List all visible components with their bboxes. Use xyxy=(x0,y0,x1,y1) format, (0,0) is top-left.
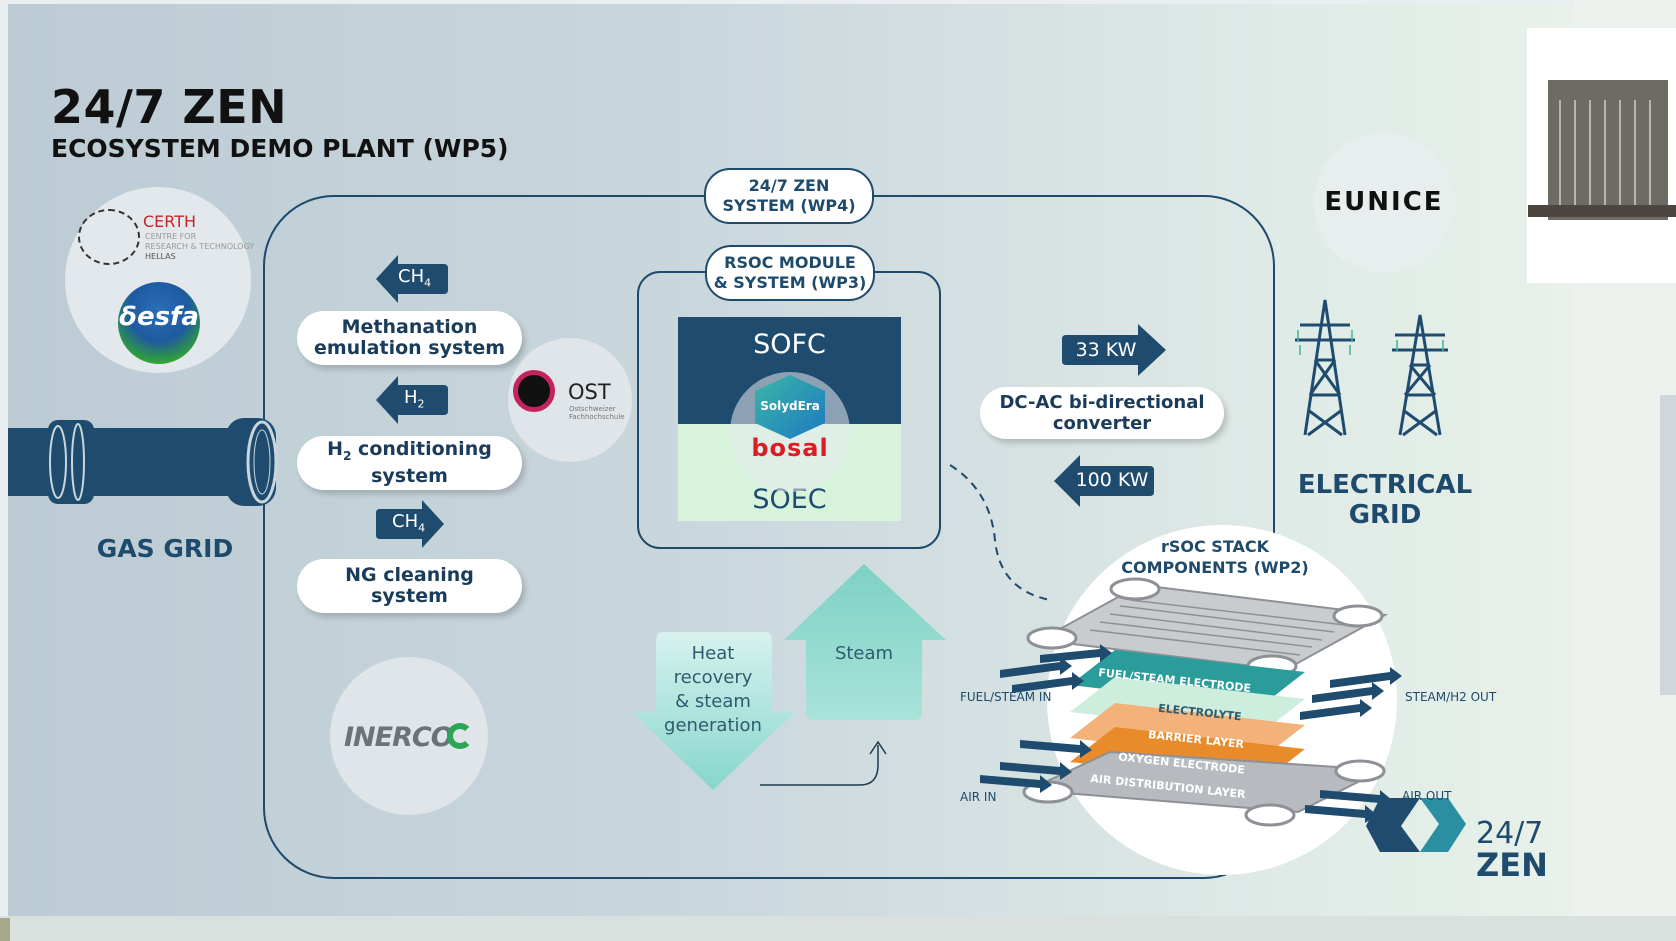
sofc-label: SOFC xyxy=(753,329,826,360)
brand-line1: 24/7 xyxy=(1476,816,1544,851)
steam-arrow-icon xyxy=(784,564,946,720)
inerco-logo-text: INERCO xyxy=(344,722,454,753)
steam-label: Steam xyxy=(834,643,894,664)
certh-name: CERTH xyxy=(143,212,197,231)
bottom-strip xyxy=(0,916,1676,941)
certh-line3: HELLAS xyxy=(145,252,176,261)
power-out-arrow-icon xyxy=(1062,324,1166,376)
h2-conditioning-box: H2 conditioning system xyxy=(297,436,522,490)
solydera-logo-text: SolydEra xyxy=(760,399,820,413)
stack-plates-icon xyxy=(1022,577,1389,827)
ost-line1: Ostschweizer xyxy=(569,405,616,413)
h2-base: H xyxy=(404,387,418,408)
ch4-top-base: CH xyxy=(398,266,425,287)
gas-pipe-icon xyxy=(8,418,278,506)
ng-cleaning-box: NG cleaning system xyxy=(297,559,522,613)
zen-logo-icon xyxy=(1366,798,1420,852)
desfa-logo-icon xyxy=(118,282,200,364)
rsoc-title-line2: COMPONENTS (WP2) xyxy=(1121,558,1309,577)
system-tag-line2: SYSTEM (WP4) xyxy=(722,196,856,215)
steam-out-label: STEAM/H2 OUT xyxy=(1405,690,1497,704)
page-title: 24/7 ZEN xyxy=(51,80,288,134)
methanation-line1: Methanation xyxy=(341,316,478,338)
certh-line1: CENTRE FOR xyxy=(145,232,197,241)
system-tag-line1: 24/7 ZEN xyxy=(748,176,830,195)
h2-arrow-icon xyxy=(376,376,448,424)
rsoc-title-line1: rSOC STACK xyxy=(1160,537,1270,556)
ost-name: OST xyxy=(568,380,611,404)
bosal-logo-text: bosal xyxy=(751,434,829,462)
ch4-bottom-base: CH xyxy=(392,511,419,532)
dashed-connector xyxy=(949,464,1051,601)
ch4-bottom-sub: 4 xyxy=(418,521,426,535)
converter-line1: DC-AC bi-directional xyxy=(999,392,1205,413)
converter-box: DC-AC bi-directional converter xyxy=(980,387,1224,439)
sofc-soec-box: SOFC SOEC SolydEra bosal xyxy=(678,317,901,521)
heat-line4: generation xyxy=(664,715,762,736)
ost-logo-icon xyxy=(513,370,555,412)
loop-arrow xyxy=(760,745,879,786)
ch4-arrow-bottom-icon xyxy=(376,500,444,548)
module-tag-line1: RSOC MODULE xyxy=(724,253,856,272)
flow-arrows-icon xyxy=(980,644,1402,823)
h2-cond-sub: 2 xyxy=(343,448,352,463)
heat-line2: recovery xyxy=(673,667,753,688)
power-in-label: 100 KW xyxy=(1075,469,1149,491)
h2-cond-text: conditioning xyxy=(351,437,492,460)
h2-cond-line2: system xyxy=(371,465,448,488)
certh-line2: RESEARCH & TECHNOLOGY xyxy=(145,242,255,251)
certh-logo-icon xyxy=(78,209,140,265)
ost-line2: Fachhochschule xyxy=(569,413,625,421)
ch4-arrow-top-icon xyxy=(376,255,448,303)
partner-circle-eunice xyxy=(1314,133,1454,273)
heat-recovery-label: Heat recovery & steam generation xyxy=(648,642,778,738)
ch4-bottom-label: CH4 xyxy=(392,511,425,535)
eunice-logo-text: EUNICE xyxy=(1324,187,1444,217)
inerco-swirl-icon xyxy=(447,723,473,749)
power-in-arrow-icon xyxy=(1054,455,1154,507)
converter-line2: converter xyxy=(1052,413,1152,434)
system-wp4-tag: 24/7 ZEN SYSTEM (WP4) xyxy=(704,168,874,224)
power-out-label: 33 KW xyxy=(1075,339,1137,361)
heat-line1: Heat xyxy=(691,643,735,664)
electrical-grid-line1: ELECTRICAL xyxy=(1297,470,1473,500)
heat-line3: & steam xyxy=(675,691,751,712)
air-in-label: AIR IN xyxy=(960,790,997,804)
h2-cond-line1: H2 conditioning xyxy=(327,437,492,467)
brand-line2: ZEN xyxy=(1476,846,1548,884)
pylon-icon xyxy=(1295,299,1448,437)
module-wp3-tag: RSOC MODULE & SYSTEM (WP3) xyxy=(705,245,875,301)
gas-grid-label: GAS GRID xyxy=(96,534,234,563)
ch4-top-sub: 4 xyxy=(424,276,432,290)
fuel-in-label: FUEL/STEAM IN xyxy=(960,690,1052,704)
air-out-label: AIR OUT xyxy=(1402,789,1452,803)
h2-cond-base: H xyxy=(327,437,344,460)
module-tag-line2: & SYSTEM (WP3) xyxy=(713,273,867,292)
ng-line2: system xyxy=(371,585,448,607)
page-subtitle: ECOSYSTEM DEMO PLANT (WP5) xyxy=(51,134,509,163)
ng-line1: NG cleaning xyxy=(345,564,474,586)
methanation-line2: emulation system xyxy=(313,337,506,359)
electrical-grid-line2: GRID xyxy=(1348,500,1422,530)
h2-sub: 2 xyxy=(417,397,425,411)
heat-recovery-arrow-icon xyxy=(632,632,795,790)
bottom-corner xyxy=(0,918,10,941)
desfa-logo-text: δesfa xyxy=(119,302,199,332)
methanation-system-box: Methanation emulation system xyxy=(297,311,522,365)
h2-label: H2 xyxy=(404,387,425,411)
ch4-top-label: CH4 xyxy=(398,266,431,290)
